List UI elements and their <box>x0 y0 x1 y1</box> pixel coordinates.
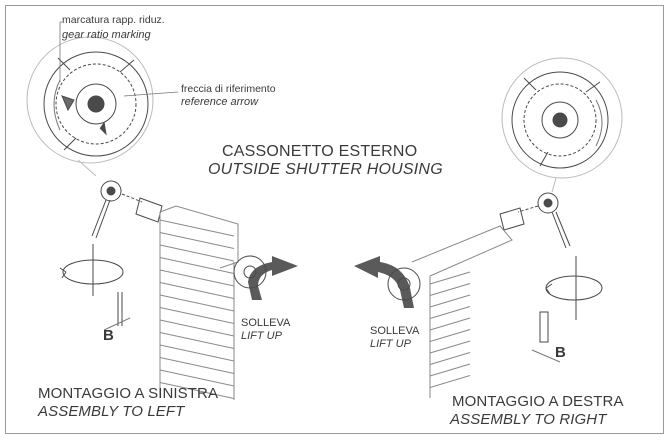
right-shutter-slat <box>429 306 471 319</box>
left-shutter-slat <box>159 294 235 312</box>
left-shutter-slat <box>159 232 235 249</box>
left-shutter-slat <box>159 244 235 262</box>
left-shutter-slat <box>159 219 235 237</box>
left-lift-arrow <box>248 256 298 300</box>
gear-ratio-label-en: gear ratio marking <box>62 29 151 41</box>
right-roller-end <box>387 267 421 301</box>
left-shutter-slat <box>159 307 235 324</box>
left-shutter-slat <box>159 269 235 287</box>
marker-b-right: B <box>555 344 566 361</box>
left-shutter-slat <box>159 319 235 337</box>
right-shutter-slat <box>429 340 471 354</box>
right-shutter-slat <box>429 375 471 388</box>
marker-b-left: B <box>103 327 114 344</box>
left-shutter-slat <box>159 382 235 399</box>
right-shutter <box>411 225 513 398</box>
lift-right-en: LIFT UP <box>370 338 411 350</box>
left-detail-circle <box>26 36 154 177</box>
left-assembly <box>59 180 163 331</box>
left-shutter-slat <box>159 357 235 374</box>
housing-title-en: OUTSIDE SHUTTER HOUSING <box>208 161 443 178</box>
right-shutter-slat <box>429 283 471 296</box>
right-detail-circle <box>501 57 623 193</box>
assembly-right-en: ASSEMBLY TO RIGHT <box>450 411 607 428</box>
right-shutter-slat <box>429 271 471 285</box>
left-shutter-slat <box>159 282 235 299</box>
lift-left-it: SOLLEVA <box>241 317 291 329</box>
assembly-left-en: ASSEMBLY TO LEFT <box>38 403 185 420</box>
left-roller-end <box>233 255 267 289</box>
reference-arrow-label-it: freccia di riferimento <box>181 83 276 95</box>
reference-arrow-label-en: reference arrow <box>181 96 259 108</box>
callout-leaders <box>59 21 179 97</box>
right-shutter-slat <box>429 329 471 342</box>
right-shutter-slat <box>429 317 471 331</box>
right-assembly <box>499 192 603 363</box>
left-shutter-slat <box>159 257 235 274</box>
lift-left-en: LIFT UP <box>241 330 282 342</box>
lift-right-it: SOLLEVA <box>370 325 420 337</box>
right-shutter-slat <box>429 363 471 377</box>
gear-ratio-label-it: marcatura rapp. riduz. <box>62 14 165 26</box>
right-shutter-slat <box>429 294 471 308</box>
left-shutter-slat <box>159 332 235 349</box>
assembly-right-it: MONTAGGIO A DESTRA <box>452 393 624 410</box>
left-shutter <box>159 205 239 400</box>
assembly-left-it: MONTAGGIO A SINISTRA <box>38 385 219 402</box>
left-shutter-slat <box>159 369 235 387</box>
right-lift-arrow <box>354 256 414 308</box>
left-shutter-slat <box>159 344 235 362</box>
right-shutter-slat <box>429 352 471 365</box>
diagram-border <box>5 5 664 434</box>
housing-title-it: CASSONETTO ESTERNO <box>222 143 418 160</box>
